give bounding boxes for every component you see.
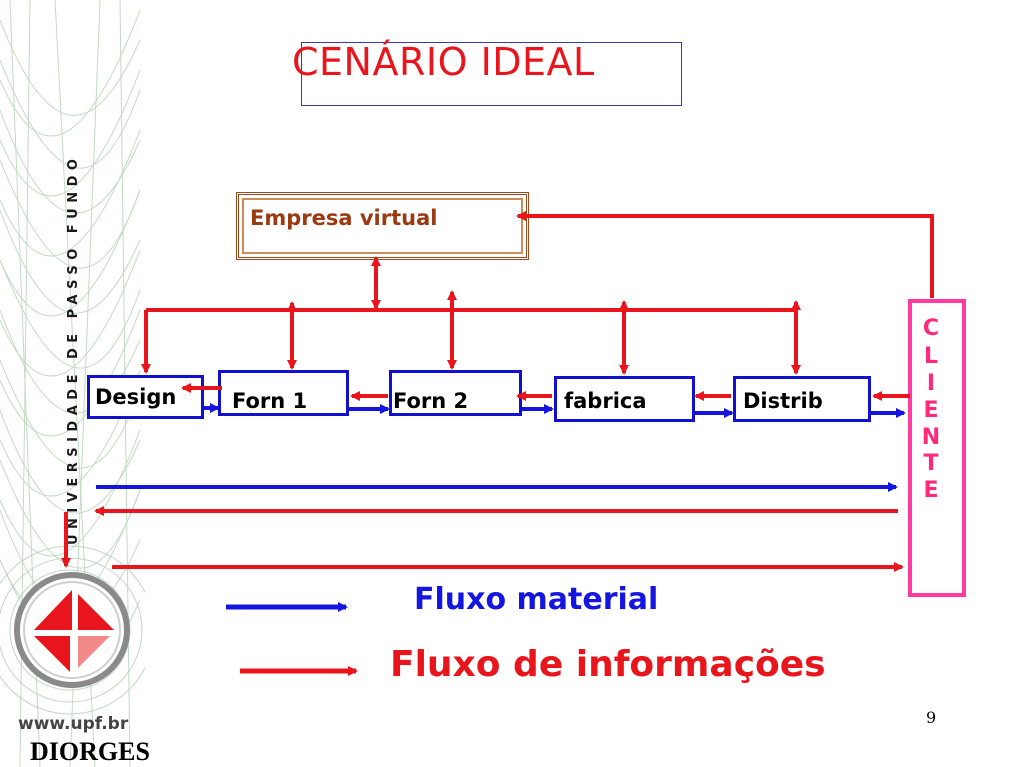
cliente-letter: E [923, 398, 939, 423]
svg-text:UNIVERSIDADE DE PASSO FUNDO: UNIVERSIDADE DE PASSO FUNDO [66, 154, 81, 545]
cliente-letter: E [923, 478, 939, 503]
cliente-letter: C [922, 316, 940, 341]
legend-material-label: Fluxo material [414, 582, 659, 617]
legend-info-label: Fluxo de informações [390, 644, 826, 685]
empresa-virtual-label: Empresa virtual [250, 206, 438, 230]
university-url: www.upf.br [18, 714, 129, 734]
node-design-label: Design [95, 385, 177, 409]
cliente-letter: I [926, 371, 936, 396]
node-distrib-label: Distrib [743, 389, 823, 413]
page-title: CENÁRIO IDEAL [292, 40, 595, 84]
cliente-box [908, 299, 966, 597]
node-forn1-label: Forn 1 [232, 389, 308, 413]
node-forn1 [218, 370, 349, 416]
node-distrib [733, 376, 871, 422]
title-frame [301, 42, 682, 106]
node-design [87, 375, 204, 419]
node-forn2-label: Forn 2 [393, 389, 469, 413]
university-name-vertical: UNIVERSIDADE DE PASSO FUNDO [66, 154, 81, 545]
empresa-virtual-box [236, 192, 529, 260]
cliente-letter: T [923, 451, 939, 476]
author-name: DIORGES [30, 737, 150, 766]
node-fabrica-label: fabrica [564, 389, 647, 413]
cliente-letter: N [921, 425, 941, 450]
page-number: 9 [926, 708, 937, 727]
cliente-letter: L [923, 344, 939, 369]
node-fabrica [554, 376, 695, 422]
university-logo [14, 572, 130, 688]
